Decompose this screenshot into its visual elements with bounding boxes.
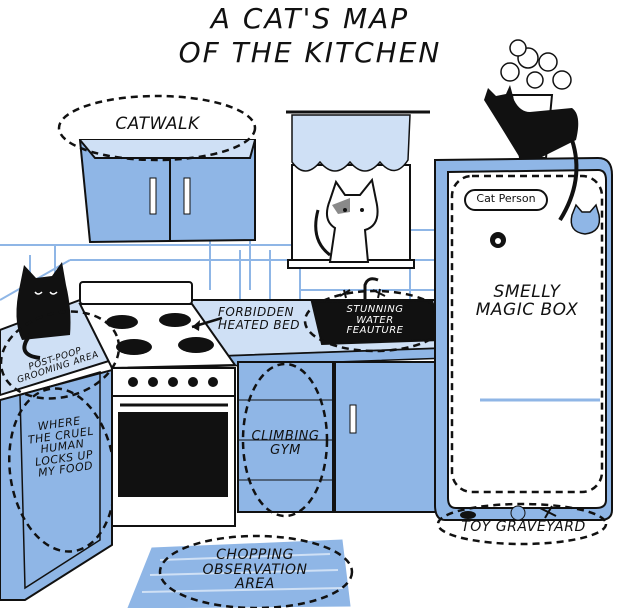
catwalk-label: CATWALK <box>115 114 200 134</box>
grooming-zone <box>0 310 121 400</box>
toy-graveyard-label: TOY GRAVEYARD <box>461 519 586 535</box>
gray-cat-icon <box>314 177 379 263</box>
chopping-observation-area-label: CHOPPING OBSERVATION AREA <box>202 547 308 593</box>
climbing-gym-zone <box>241 362 329 518</box>
toys <box>460 505 557 521</box>
magic-box-zone <box>450 174 604 494</box>
map-title-line2: OF THE KITCHEN <box>178 36 442 69</box>
cruel-human-label: WHERE THE CRUEL HUMAN LOCKS UP MY FOOD <box>27 414 95 480</box>
black-cat-icon <box>16 262 71 360</box>
climbing-gym-label: CLIMBING GYM <box>251 429 320 458</box>
black-cat-on-fridge-icon <box>484 85 579 222</box>
heated-bed-arrowhead <box>192 320 200 331</box>
smelly-magic-box-label: SMELLY MAGIC BOX <box>475 282 579 320</box>
map-title-line1: A CAT'S MAP <box>210 2 410 35</box>
fridge-brand-label: Cat Person <box>476 192 536 205</box>
catwalk-zone <box>57 94 257 162</box>
forbidden-heated-bed-label: FORBIDDEN HEATED BED <box>218 305 300 332</box>
toy-graveyard-zone <box>436 502 608 546</box>
blue-cat-magnet-icon <box>570 203 601 235</box>
sink <box>310 277 442 346</box>
left-cabinets <box>0 368 113 601</box>
fridge <box>434 156 613 521</box>
upper-cabinet <box>78 139 256 244</box>
stove <box>78 281 237 527</box>
chopping-area-zone <box>158 534 354 608</box>
stunning-water-feature-label: STUNNING WATER FEAUTURE <box>346 304 404 336</box>
rug <box>127 539 351 608</box>
